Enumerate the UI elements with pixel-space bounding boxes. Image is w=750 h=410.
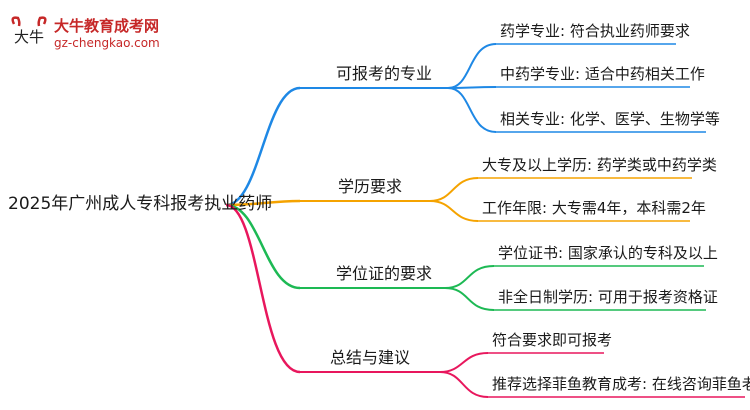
branch-label-4: 总结与建议 <box>330 348 411 367</box>
leaf-2-1: 大专及以上学历: 药学类或中药学类 <box>482 156 717 174</box>
connector-b4-leaf-2 <box>439 371 489 398</box>
connector-root-branch-1 <box>225 86 301 207</box>
bull-logo-icon: 大牛 <box>11 16 47 46</box>
logo-title: 大牛教育成考网 <box>54 17 160 35</box>
connector-root-branch-3 <box>225 203 301 290</box>
leaf-4-2: 推荐选择菲鱼教育成考: 在线咨询菲鱼老师 <box>492 375 750 393</box>
connector-b3-leaf-2 <box>444 287 495 311</box>
connector-b2-leaf-2 <box>429 200 479 222</box>
leaf-3-2: 非全日制学历: 可用于报考资格证 <box>498 288 718 306</box>
branch-label-2: 学历要求 <box>338 177 403 196</box>
leaf-1-3: 相关专业: 化学、医学、生物学等 <box>500 110 720 128</box>
connector-b1-leaf-3 <box>447 87 497 133</box>
connector-b4-leaf-1 <box>439 352 489 373</box>
branch-label-1: 可报考的专业 <box>336 64 433 83</box>
leaf-1-2: 中药学专业: 适合中药相关工作 <box>500 65 705 83</box>
connector-b1-leaf-2 <box>447 86 497 89</box>
branch-label-3: 学位证的要求 <box>336 264 433 283</box>
root-topic: 2025年广州成人专科报考执业药师 <box>8 194 273 214</box>
leaf-2-2: 工作年限: 大专需4年，本科需2年 <box>482 199 706 217</box>
site-logo[interactable]: 大牛 大牛教育成考网 gz-chengkao.com <box>8 12 208 56</box>
connector-root-branch-4 <box>225 203 301 374</box>
connector-b1-leaf-1 <box>447 43 497 89</box>
connector-b3-leaf-1 <box>444 265 495 289</box>
logo-url: gz-chengkao.com <box>54 36 160 50</box>
logo-mark-text: 大牛 <box>14 28 44 46</box>
leaf-3-1: 学位证书: 国家承认的专科及以上 <box>498 244 718 262</box>
leaf-1-1: 药学专业: 符合执业药师要求 <box>500 22 690 40</box>
leaf-4-1: 符合要求即可报考 <box>492 331 613 349</box>
connector-root-branch-2 <box>225 199 301 207</box>
connector-b2-leaf-1 <box>429 177 479 202</box>
